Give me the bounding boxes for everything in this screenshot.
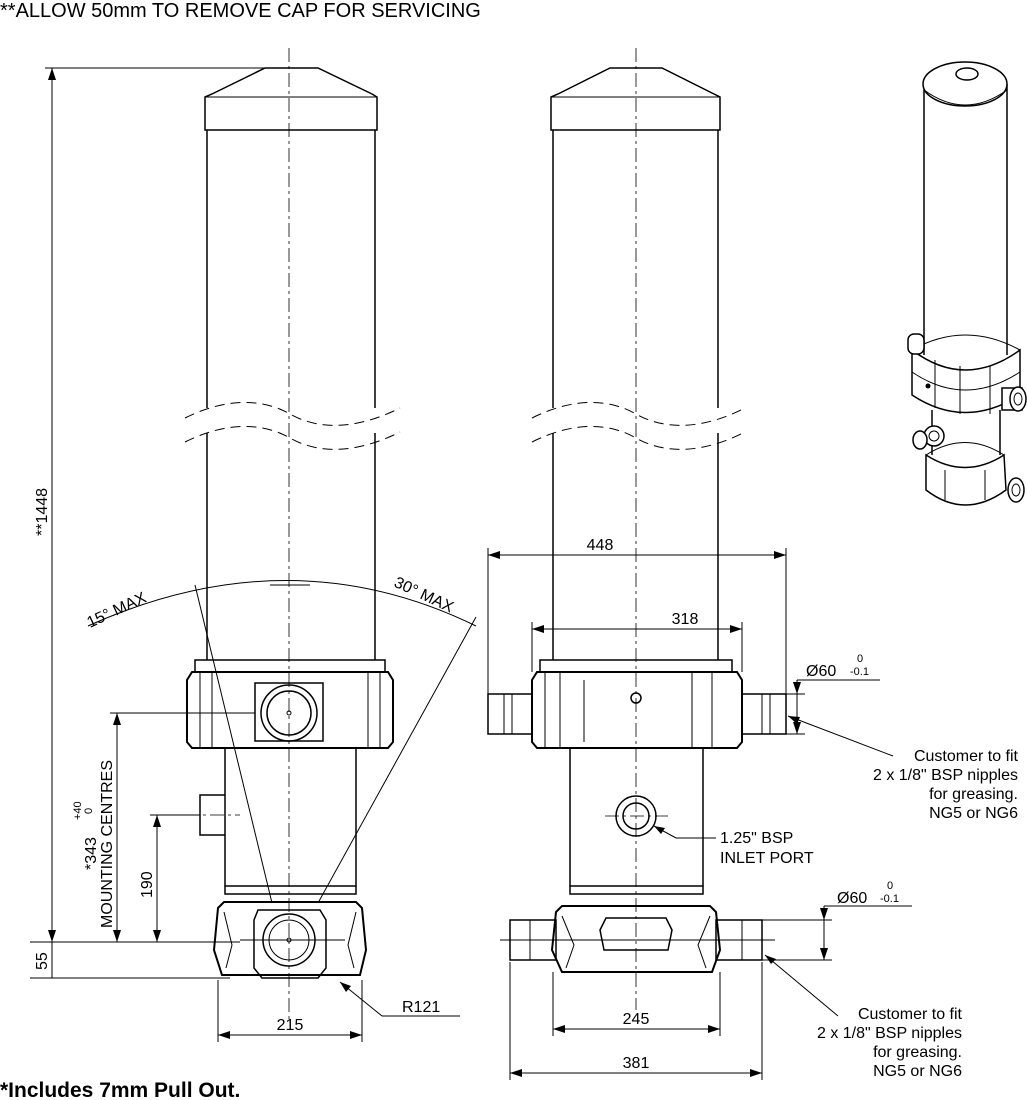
radius-label: R121 — [402, 999, 440, 1016]
dim-448-label: 448 — [587, 537, 614, 554]
pull-out-note: *Includes 7mm Pull Out. — [0, 1079, 240, 1100]
inlet-line-1: 1.25" BSP — [720, 830, 793, 847]
dia-lower-tol-top: 0 — [887, 880, 893, 892]
side-view: 15° MAX 30° MAX **1448 55 *343 +40 0 MOU… — [30, 48, 477, 1042]
note-upper-line-4: NG5 or NG6 — [929, 805, 1018, 822]
dim-318-label: 318 — [672, 611, 699, 628]
dia-upper-tol-top: 0 — [857, 653, 863, 665]
servicing-note: **ALLOW 50mm TO REMOVE CAP FOR SERVICING — [0, 0, 481, 22]
mounting-dim-label: *343 — [83, 837, 100, 870]
dia-lower-label: Ø60 — [837, 890, 867, 907]
mounting-centres-label: MOUNTING CENTRES — [99, 760, 116, 928]
dia-upper-label: Ø60 — [806, 663, 836, 680]
note-lower-line-3: for greasing. — [873, 1044, 962, 1061]
mounting-tol-zero: 0 — [83, 808, 95, 814]
note-lower-line-2: 2 x 1/8" BSP nipples — [817, 1025, 962, 1042]
front-view: 448 318 Ø60 0 -0.1 Customer to fit 2 x 1… — [487, 48, 1019, 1080]
angle-right-label: 30° MAX — [391, 574, 456, 616]
dia-upper-tol-bottom: -0.1 — [850, 666, 869, 678]
dia-lower-tol-bottom: -0.1 — [880, 893, 899, 905]
dim-190-label: 190 — [139, 871, 156, 898]
note-upper-line-1: Customer to fit — [914, 748, 1019, 765]
isometric-view — [907, 61, 1027, 506]
inlet-line-2: INLET PORT — [720, 850, 814, 867]
dim-215-label: 215 — [277, 1017, 304, 1034]
height-1448-label: **1448 — [34, 488, 51, 536]
angle-left-label: 15° MAX — [85, 589, 150, 631]
note-lower-line-4: NG5 or NG6 — [873, 1063, 962, 1080]
mounting-tol-plus: +40 — [72, 801, 84, 820]
note-lower-line-1: Customer to fit — [858, 1006, 963, 1023]
dim-55-label: 55 — [34, 952, 51, 970]
note-upper-line-2: 2 x 1/8" BSP nipples — [873, 767, 1018, 784]
note-upper-line-3: for greasing. — [929, 786, 1018, 803]
dim-245-label: 245 — [623, 1011, 650, 1028]
dim-381-label: 381 — [623, 1055, 650, 1072]
